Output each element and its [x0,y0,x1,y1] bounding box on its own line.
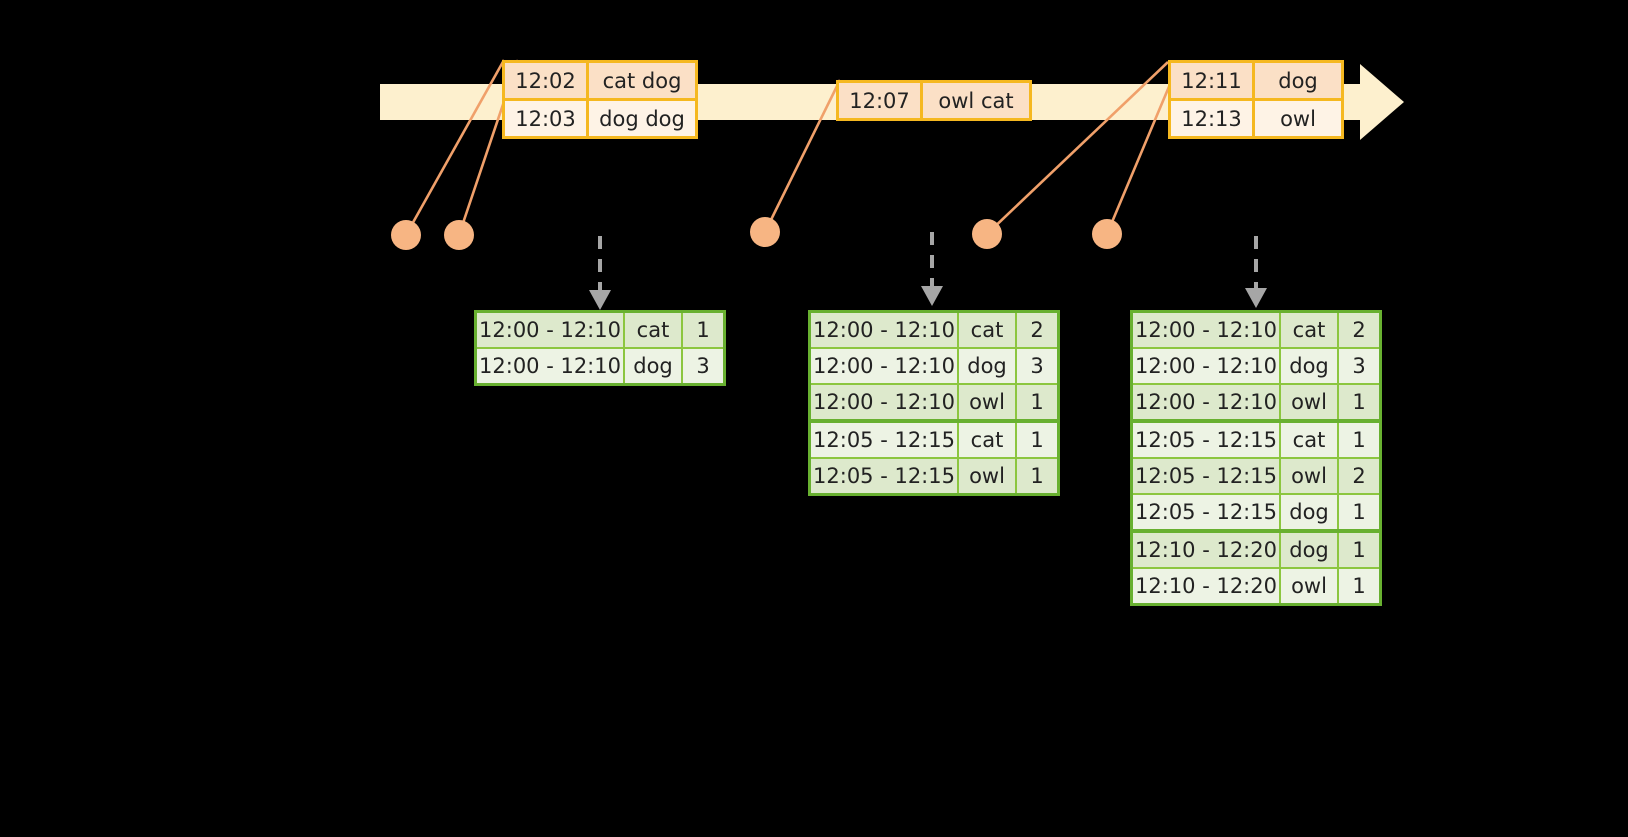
event-dot-3 [750,217,780,247]
event-words: dog dog [589,101,695,136]
cell-count: 1 [1339,385,1379,419]
cell-count: 1 [1017,423,1057,457]
event-row: 12:11 dog [1171,63,1341,98]
cell-count: 1 [1339,423,1379,457]
cell-window: 12:00 - 12:10 [477,349,625,383]
cell-word: dog [1281,495,1339,529]
cell-count: 2 [1339,459,1379,493]
event-box-1[interactable]: 12:02 cat dog 12:03 dog dog [502,60,698,139]
cell-count: 2 [1339,313,1379,347]
cell-word: owl [1281,385,1339,419]
event-time: 12:03 [505,101,589,136]
cell-window: 12:05 - 12:15 [811,423,959,457]
cell-window: 12:00 - 12:10 [477,313,625,347]
cell-window: 12:00 - 12:10 [1133,349,1281,383]
cell-word: owl [1281,459,1339,493]
cell-word: owl [959,459,1017,493]
cell-window: 12:00 - 12:10 [811,313,959,347]
cell-word: owl [1281,569,1339,603]
cell-window: 12:05 - 12:15 [811,459,959,493]
cell-count: 3 [1339,349,1379,383]
cell-window: 12:05 - 12:15 [1133,423,1281,457]
event-time: 12:02 [505,63,589,98]
cell-word: cat [1281,313,1339,347]
event-row: 12:07 owl cat [839,83,1029,118]
event-time: 12:13 [1171,101,1255,136]
event-time: 12:07 [839,83,923,118]
cell-window: 12:00 - 12:10 [1133,313,1281,347]
event-words: dog [1255,63,1341,98]
event-dot-5 [1092,219,1122,249]
cell-word: dog [625,349,683,383]
cell-count: 1 [1339,533,1379,567]
cell-count: 1 [1339,569,1379,603]
cell-word: cat [959,313,1017,347]
event-row: 12:03 dog dog [505,98,695,136]
event-box-2[interactable]: 12:07 owl cat [836,80,1032,121]
cell-window: 12:05 - 12:15 [1133,495,1281,529]
event-time: 12:11 [1171,63,1255,98]
event-dot-2 [444,220,474,250]
cell-window: 12:10 - 12:20 [1133,533,1281,567]
cell-window: 12:10 - 12:20 [1133,569,1281,603]
event-words: owl cat [923,83,1029,118]
flow-arrowheads [589,286,1267,310]
cell-word: cat [1281,423,1339,457]
cell-window: 12:05 - 12:15 [1133,459,1281,493]
flow-arrows [598,232,1258,292]
event-dot-1 [391,220,421,250]
cell-word: dog [1281,533,1339,567]
event-words: owl [1255,101,1341,136]
event-row: 12:13 owl [1171,98,1341,136]
event-words: cat dog [589,63,695,98]
cell-count: 3 [1017,349,1057,383]
event-dot-4 [972,219,1002,249]
cell-count: 1 [1017,385,1057,419]
cell-word: owl [959,385,1017,419]
cell-window: 12:00 - 12:10 [811,349,959,383]
cell-count: 1 [1339,495,1379,529]
event-dots [391,217,1122,250]
cell-word: cat [959,423,1017,457]
event-box-3[interactable]: 12:11 dog 12:13 owl [1168,60,1344,139]
cell-window: 12:00 - 12:10 [1133,385,1281,419]
cell-word: dog [1281,349,1339,383]
cell-window: 12:00 - 12:10 [811,385,959,419]
cell-word: dog [959,349,1017,383]
cell-count: 3 [683,349,723,383]
event-row: 12:02 cat dog [505,63,695,98]
cell-word: cat [625,313,683,347]
cell-count: 1 [683,313,723,347]
cell-count: 2 [1017,313,1057,347]
cell-count: 1 [1017,459,1057,493]
